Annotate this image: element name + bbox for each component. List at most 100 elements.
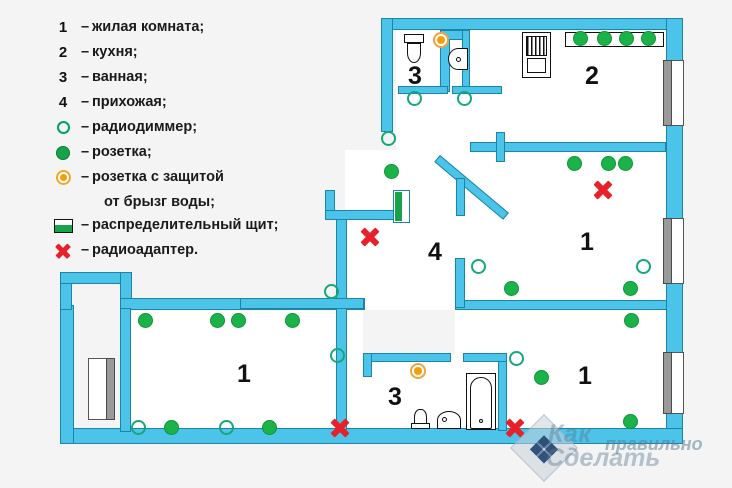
wall-top: [381, 18, 683, 30]
socket-marker[interactable]: [261, 419, 277, 435]
socket-marker[interactable]: [163, 419, 179, 435]
socket-marker[interactable]: [600, 155, 616, 171]
radio-adapter-marker[interactable]: [360, 227, 380, 247]
legend-dash: –: [80, 69, 90, 85]
socket-marker[interactable]: [640, 30, 656, 46]
waterproof-socket-marker[interactable]: [410, 363, 426, 379]
socket-marker[interactable]: [623, 312, 639, 328]
legend-dash: –: [80, 44, 90, 60]
stove-oven-icon: [527, 58, 546, 73]
dimmer-marker[interactable]: [380, 130, 396, 146]
waterproof-socket-marker[interactable]: [433, 32, 449, 48]
toilet-lower-base-icon: [411, 423, 430, 429]
legend-label-hallway: прихожая;: [92, 94, 167, 110]
radio-adapter-marker[interactable]: [330, 418, 350, 438]
dimmer-marker[interactable]: [218, 419, 234, 435]
socket-marker[interactable]: [572, 30, 588, 46]
socket-marker[interactable]: [503, 280, 519, 296]
wall-diagonal-stub: [456, 178, 465, 216]
wall-hall-left-vertical: [336, 212, 347, 432]
socket-marker[interactable]: [230, 312, 246, 328]
toilet-upper-tank-icon: [404, 34, 424, 43]
radio-adapter-marker[interactable]: [593, 180, 613, 200]
legend-key-number-3: 3: [58, 69, 68, 86]
legend-item-bathroom: 3 – ванная;: [48, 68, 328, 93]
distribution-panel-icon: [53, 218, 73, 233]
window-bottom-left-room: [88, 358, 108, 420]
legend-dash: –: [80, 169, 90, 185]
sink-lower-drain-icon: [442, 417, 447, 422]
window-kitchen-bar: [663, 60, 672, 126]
socket-marker[interactable]: [596, 30, 612, 46]
wall-bottomleft-room-right: [120, 308, 131, 432]
legend-dash: –: [80, 119, 90, 135]
legend-label-kitchen: кухня;: [92, 44, 138, 60]
legend-key-dimmer: [48, 118, 78, 137]
socket-waterproof-icon: [55, 170, 71, 185]
legend-key-number-4: 4: [58, 94, 68, 111]
wall-wc-bottom: [452, 86, 502, 94]
radio-adapter-marker[interactable]: [505, 418, 525, 438]
waterproof-socket-marker-center: [437, 36, 445, 44]
legend-label-waterproof-socket: розетка с защитой: [92, 169, 224, 185]
legend-item-distribution-panel: – распределительный щит;: [48, 216, 328, 241]
dimmer-marker[interactable]: [323, 283, 339, 299]
legend-dash: –: [80, 217, 90, 233]
wall-corridor-left-spur: [240, 298, 364, 309]
wall-hall-top-horizontal: [325, 210, 403, 220]
socket-marker[interactable]: [566, 155, 582, 171]
legend-item-waterproof-socket: – розетка с защитой: [48, 168, 328, 193]
socket-marker[interactable]: [618, 30, 634, 46]
window-bottom-left-room-bar: [106, 358, 115, 420]
toilet-upper-bowl-icon: [407, 43, 421, 63]
legend-label-living-room: жилая комната;: [92, 19, 205, 35]
room-fill-right-mid: [455, 150, 666, 305]
legend-label-waterproof-socket-line2: от брызг воды;: [104, 194, 215, 210]
room-label-living-bottom-left: 1: [237, 360, 251, 388]
dimmer-marker[interactable]: [329, 347, 345, 363]
wall-bath-lower-top: [363, 353, 451, 362]
bathtub-drain-icon: [479, 419, 483, 423]
legend-dash: –: [80, 94, 90, 110]
dimmer-marker[interactable]: [456, 90, 472, 106]
dimmer-marker[interactable]: [508, 350, 524, 366]
distribution-panel[interactable]: [393, 190, 410, 223]
socket-icon: [56, 145, 70, 160]
dimmer-marker[interactable]: [470, 258, 486, 274]
dimmer-marker[interactable]: [635, 258, 651, 274]
socket-marker[interactable]: [137, 312, 153, 328]
wall-upper-left: [381, 18, 393, 132]
room-label-living-right-upper: 1: [580, 228, 594, 256]
socket-marker[interactable]: [622, 413, 638, 429]
stove-burners-icon: [526, 36, 547, 56]
stove-icon: [522, 32, 551, 78]
socket-marker[interactable]: [284, 312, 300, 328]
socket-marker[interactable]: [622, 280, 638, 296]
legend-key-number-1: 1: [58, 19, 68, 36]
wall-bottom-outer: [60, 428, 683, 444]
legend-key-distribution-panel: [48, 216, 78, 235]
wall-bath-lower-lintel: [463, 353, 507, 362]
socket-marker[interactable]: [533, 369, 549, 385]
room-fill-bottom-left: [128, 310, 363, 440]
wall-upper-block-bottom: [470, 142, 666, 152]
sink-upper-drain-icon: [456, 57, 461, 62]
room-label-bath-lower: 3: [388, 383, 402, 411]
dimmer-marker[interactable]: [130, 419, 146, 435]
socket-marker[interactable]: [617, 155, 633, 171]
legend-label-dimmer: радиодиммер;: [92, 119, 198, 135]
socket-marker[interactable]: [383, 163, 399, 179]
sink-lower-icon: [437, 411, 461, 429]
dimmer-icon: [56, 121, 70, 134]
legend-item-radio-adapter: – радиоадаптер.: [48, 241, 328, 266]
legend-label-radio-adapter: радиоадаптер.: [92, 242, 199, 258]
legend-key-waterproof-socket: [48, 168, 78, 187]
legend-item-hallway: 4 – прихожая;: [48, 93, 328, 118]
legend: 1 – жилая комната; 2 – кухня; 3 – ванная…: [48, 18, 328, 266]
socket-marker[interactable]: [209, 312, 225, 328]
legend-item-living-room: 1 – жилая комната;: [48, 18, 328, 43]
dimmer-marker[interactable]: [406, 90, 422, 106]
legend-label-bathroom: ванная;: [92, 69, 148, 85]
